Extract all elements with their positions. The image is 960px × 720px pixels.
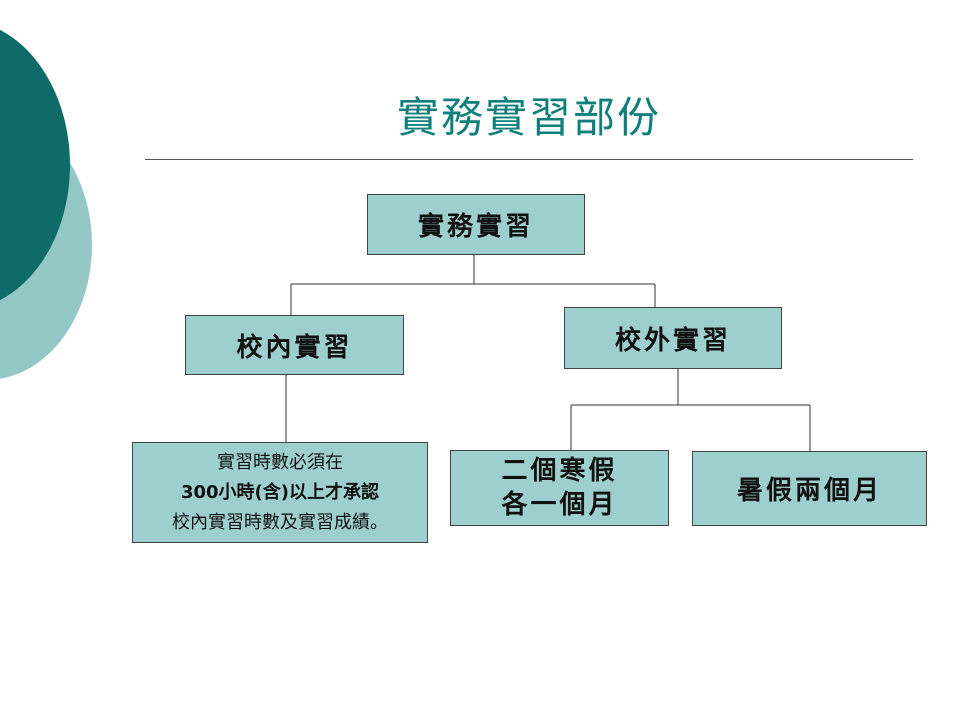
node-winter-vacations: 二個寒假 各一個月 — [450, 450, 669, 526]
winter-line-2: 各一個月 — [501, 490, 618, 520]
node-label: 實務實習 — [417, 212, 534, 242]
note-line-2: 300小時(含)以上才承認 — [180, 481, 380, 503]
note-line-3: 校內實習時數及實習成績。 — [172, 511, 388, 533]
node-practical-training: 實務實習 — [367, 194, 585, 255]
node-hours-requirement: 實習時數必須在 300小時(含)以上才承認 校內實習時數及實習成績。 — [132, 442, 428, 543]
node-on-campus-training: 校內實習 — [185, 315, 404, 375]
note-line-1: 實習時數必須在 — [217, 451, 343, 473]
node-off-campus-training: 校外實習 — [564, 307, 782, 369]
title-divider — [145, 159, 913, 160]
node-summer-vacation: 暑假兩個月 — [692, 451, 927, 526]
slide-title: 實務實習部份 — [396, 93, 661, 142]
node-label: 校內實習 — [236, 332, 353, 363]
node-label: 暑假兩個月 — [736, 476, 882, 506]
node-label: 校外實習 — [614, 325, 731, 356]
winter-line-1: 二個寒假 — [501, 456, 618, 486]
